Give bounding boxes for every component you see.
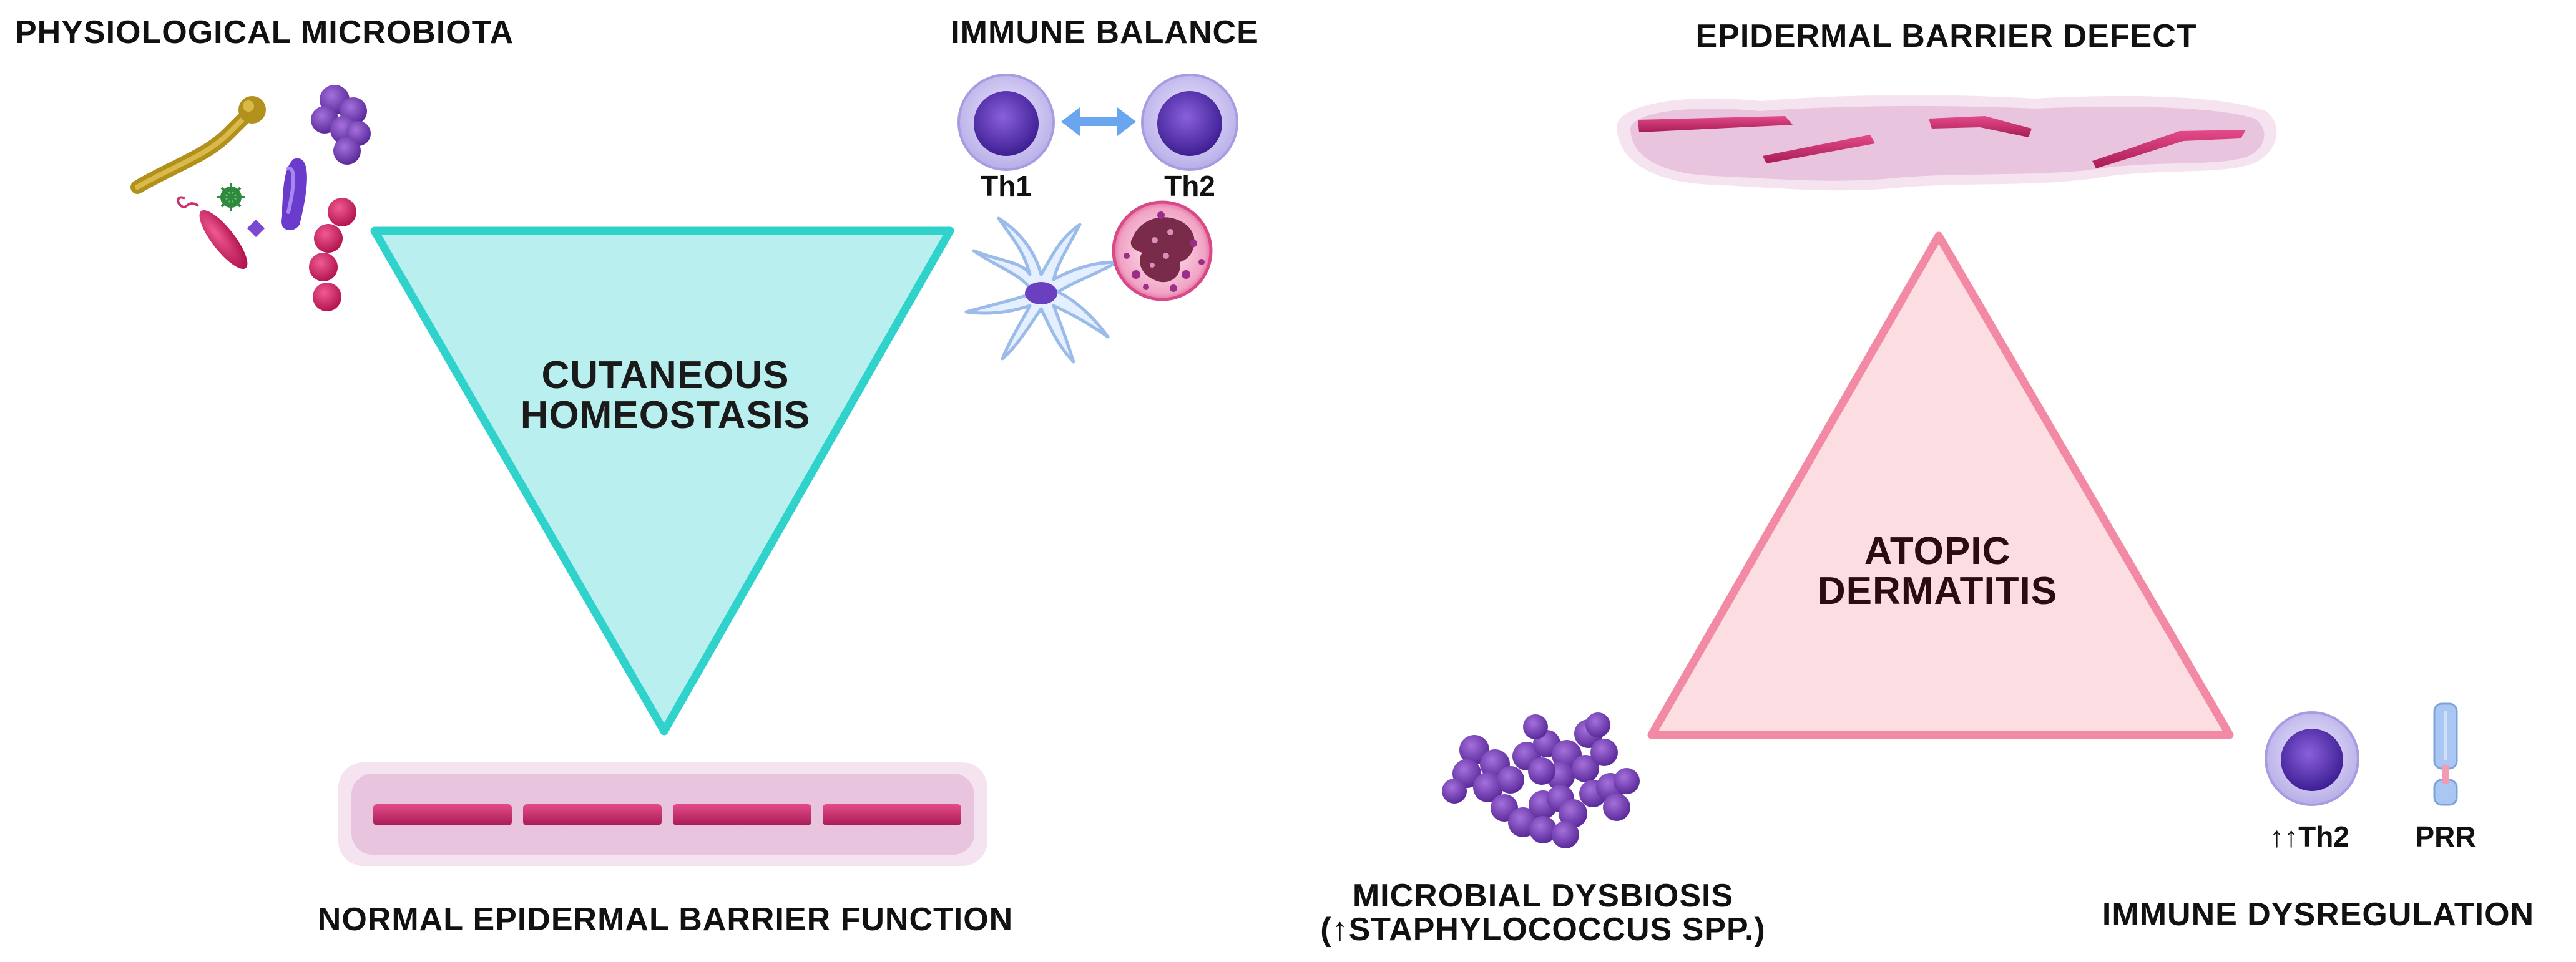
atopic-dermatitis-label: ATOPIC DERMATITIS: [1818, 532, 2057, 611]
immune-balance-title: IMMUNE BALANCE: [951, 14, 1259, 51]
mast-cell-icon: [1112, 200, 1213, 301]
staphylococcus-cluster-icon: [311, 85, 371, 165]
fungus-icon: [281, 158, 307, 231]
defective-barrier-graphic: [1617, 95, 2277, 191]
staphylococcus-overgrowth-icon: [1442, 712, 1640, 848]
normal-barrier-title: NORMAL EPIDERMAL BARRIER FUNCTION: [317, 901, 1014, 938]
homeostasis-triangle: [370, 226, 954, 736]
th1-label: Th1: [981, 170, 1032, 202]
microbial-dysbiosis-title: MICROBIAL DYSBIOSIS (↑STAPHYLOCOCCUS SPP…: [1320, 878, 1766, 948]
immune-dysregulation-title: IMMUNE DYSREGULATION: [2102, 896, 2535, 933]
dendritic-cell-icon: [964, 216, 1119, 364]
th2-overexpression-lymphocyte-icon: [2265, 711, 2359, 806]
physiological-microbiota-title: PHYSIOLOGICAL MICROBIOTA: [15, 14, 514, 51]
atopic-label-line-2: DERMATITIS: [1817, 569, 2058, 613]
atopic-dermatitis-triangle: [1647, 231, 2234, 739]
double-arrow-icon: [1061, 107, 1136, 136]
normal-barrier-graphic: [338, 762, 987, 866]
homeostasis-label-line-1: CUTANEOUS: [541, 354, 790, 397]
flagellated-bacterium-icon: [177, 196, 265, 270]
homeostasis-triangle-label: CUTANEOUS HOMEOSTASIS: [521, 356, 811, 435]
dysbiosis-line-1: MICROBIAL DYSBIOSIS: [1352, 878, 1734, 914]
rod-bacterium-icon: [130, 96, 266, 194]
th1-lymphocyte-icon: [957, 74, 1055, 171]
prr-receptor-icon: [2433, 702, 2458, 806]
th2-label: Th2: [1164, 170, 1215, 202]
homeostasis-label-line-2: HOMEOSTASIS: [520, 393, 811, 437]
th2-lymphocyte-icon: [1141, 74, 1238, 171]
atopic-label-line-1: ATOPIC: [1864, 530, 2011, 573]
virus-icon: [217, 183, 245, 211]
dysbiosis-line-2: (↑STAPHYLOCOCCUS SPP.): [1320, 911, 1766, 948]
streptococcus-chain-icon: [309, 198, 356, 311]
prr-label: PRR: [2415, 820, 2476, 853]
th2-up-label: ↑↑Th2: [2270, 820, 2349, 853]
barrier-defect-title: EPIDERMAL BARRIER DEFECT: [1695, 18, 2197, 54]
